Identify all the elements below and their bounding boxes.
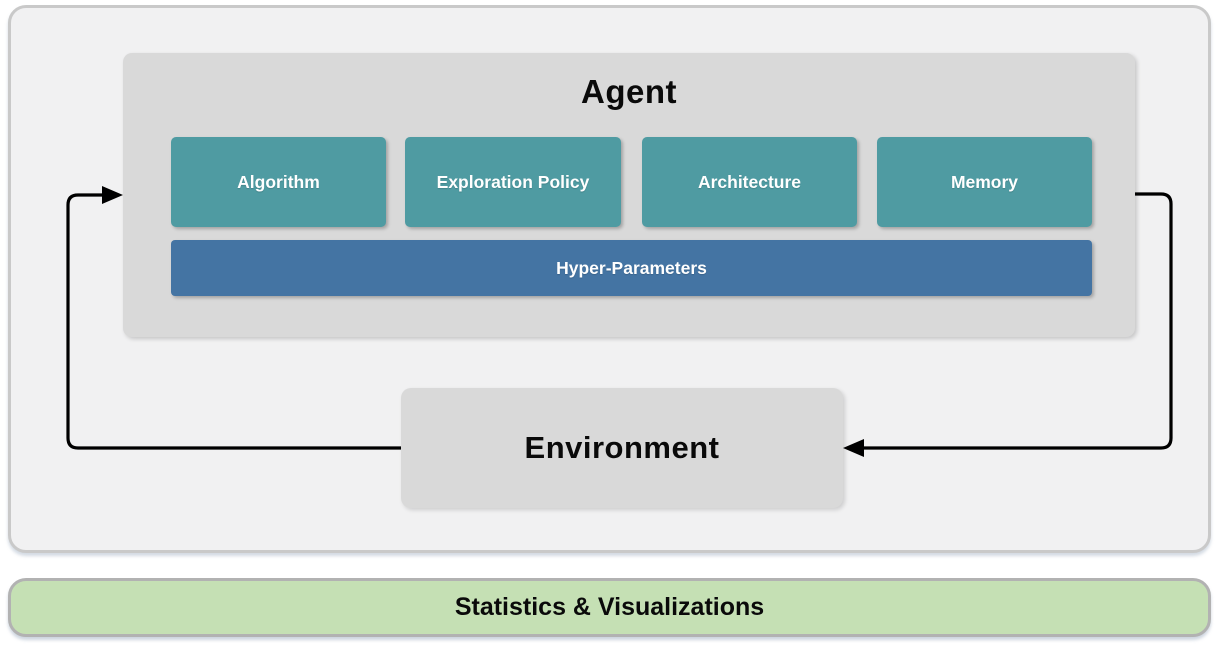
- agent-hyperparameters-bar: Hyper-Parameters: [171, 240, 1092, 296]
- agent-module-exploration-policy: Exploration Policy: [405, 137, 621, 227]
- agent-module-memory-label: Memory: [950, 171, 1019, 192]
- environment-label: Environment: [524, 430, 720, 465]
- agent-module-architecture-label: Architecture: [697, 171, 802, 192]
- agent-module-architecture: Architecture: [642, 137, 857, 227]
- agent-module-memory: Memory: [877, 137, 1092, 227]
- agent-title: Agent: [581, 73, 677, 110]
- agent-module-algorithm-label: Algorithm: [237, 171, 320, 192]
- agent-module-algorithm: Algorithm: [171, 137, 386, 227]
- agent-module-exploration-policy-label: Exploration Policy: [436, 171, 590, 192]
- statistics-visualizations-bar: Statistics & Visualizations: [8, 578, 1211, 637]
- environment-box: Environment: [401, 388, 843, 508]
- agent-hyperparameters-label: Hyper-Parameters: [556, 257, 707, 278]
- statistics-visualizations-label: Statistics & Visualizations: [454, 593, 765, 621]
